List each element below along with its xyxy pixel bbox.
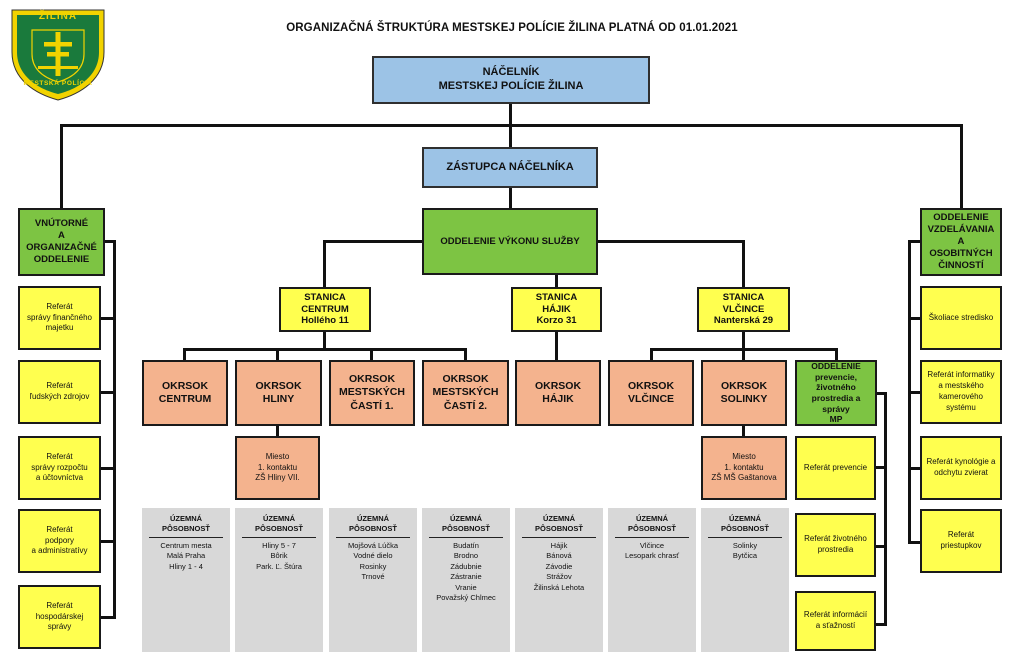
logo-top-text: ŽILINA [38, 11, 78, 22]
connector-line [183, 348, 467, 351]
connector-line [877, 392, 887, 395]
contact-point-hliny: Miesto 1. kontaktu ZŠ Hliny VII. [235, 436, 320, 500]
territory-heading: ÚZEMNÁ PÔSOBNOSŤ [522, 514, 596, 538]
connector-line [742, 426, 745, 436]
connector-line [908, 317, 922, 320]
prevention-ref-2: Referát životného prostredia [795, 513, 876, 577]
territory-list: Centrum mesta Malá Praha Hliny 1 - 4 [160, 540, 212, 571]
territory-heading: ÚZEMNÁ PÔSOBNOSŤ [336, 514, 410, 538]
territory-mestske-casti-1: ÚZEMNÁ PÔSOBNOSŤ Mojšová Lúčka Vodné die… [329, 508, 417, 652]
service-dept-box: ODDELENIE VÝKONU SLUŽBY [422, 208, 598, 275]
connector-line [908, 541, 922, 544]
connector-line [876, 623, 887, 626]
logo-bottom-text: MESTSKÁ POLÍCIA [23, 80, 93, 87]
connector-line [555, 275, 558, 287]
district-vlcince-box: OKRSOK VLČINCE [608, 360, 694, 426]
connector-line [884, 392, 887, 626]
station-hajik-box: STANICA HÁJIK Korzo 31 [511, 287, 602, 332]
territory-heading: ÚZEMNÁ PÔSOBNOSŤ [429, 514, 503, 538]
connector-line [960, 124, 963, 208]
left-ref-3: Referát správy rozpočtu a účtovníctva [18, 436, 101, 500]
left-ref-5: Referát hospodárskej správy [18, 585, 101, 649]
territory-list: Budatín Brodno Zádubnie Zástranie Vranie… [436, 540, 496, 603]
station-centrum-box: STANICA CENTRUM Hollého 11 [279, 287, 371, 332]
deputy-box: ZÁSTUPCA NÁČELNÍKA [422, 147, 598, 188]
right-ref-1: Školiace stredisko [920, 286, 1002, 350]
territory-list: Vlčince Lesopark chrasť [624, 540, 680, 561]
territory-list: Hájik Bánová Závodie Strážov Žilinská Le… [533, 540, 585, 592]
station-vlcince-box: STANICA VLČINCE Nanterská 29 [697, 287, 790, 332]
connector-line [113, 240, 116, 619]
territory-solinky: ÚZEMNÁ PÔSOBNOSŤ Solinky Bytčica [701, 508, 789, 652]
territory-hliny: ÚZEMNÁ PÔSOBNOSŤ Hliny 5 - 7 Bôrik Park.… [235, 508, 323, 652]
territory-heading: ÚZEMNÁ PÔSOBNOSŤ [149, 514, 223, 538]
connector-line [323, 332, 326, 350]
connector-line [100, 540, 116, 543]
connector-line [183, 348, 186, 360]
connector-line [835, 348, 838, 360]
territory-heading: ÚZEMNÁ PÔSOBNOSŤ [615, 514, 689, 538]
page-title: ORGANIZAČNÁ ŠTRUKTÚRA MESTSKEJ POLÍCIE Ž… [286, 22, 738, 34]
right-ref-3: Referát kynológie a odchytu zvierat [920, 436, 1002, 500]
connector-line [60, 124, 63, 208]
contact-point-gastanova: Miesto 1. kontaktu ZŠ MŠ Gaštanova [701, 436, 787, 500]
connector-line [509, 188, 512, 208]
territory-vlcince: ÚZEMNÁ PÔSOBNOSŤ Vlčince Lesopark chrasť [608, 508, 696, 652]
connector-line [555, 332, 558, 360]
district-hliny-box: OKRSOK HLINY [235, 360, 322, 426]
connector-line [742, 348, 745, 360]
logo [8, 6, 108, 102]
district-mestske-casti-2-box: OKRSOK MESTSKÝCH ČASTÍ 2. [422, 360, 509, 426]
left-ref-2: Referát ľudských zdrojov [18, 360, 101, 424]
connector-line [908, 391, 922, 394]
prevention-ref-3: Referát informácií a sťažností [795, 591, 876, 651]
district-hajik-box: OKRSOK HÁJIK [515, 360, 601, 426]
right-ref-4: Referát priestupkov [920, 509, 1002, 573]
connector-line [323, 240, 326, 287]
connector-line [100, 616, 116, 619]
connector-line [105, 240, 116, 243]
territory-list: Mojšová Lúčka Vodné dielo Rosinky Trnové [347, 540, 399, 582]
connector-line [100, 317, 116, 320]
connector-line [876, 545, 887, 548]
left-ref-1: Referát správy finančného majetku [18, 286, 101, 350]
district-solinky-box: OKRSOK SOLINKY [701, 360, 787, 426]
connector-line [60, 124, 963, 127]
internal-dept-box: VNÚTORNÉ A ORGANIZAČNÉ ODDELENIE [18, 208, 105, 276]
connector-line [908, 240, 920, 243]
education-dept-box: ODDELENIE VZDELÁVANIA A OSOBITNÝCH ČINNO… [920, 208, 1002, 276]
left-ref-4: Referát podpory a administratívy [18, 509, 101, 573]
territory-list: Solinky Bytčica [732, 540, 758, 561]
connector-line [908, 467, 922, 470]
district-mestske-casti-1-box: OKRSOK MESTSKÝCH ČASTÍ 1. [329, 360, 415, 426]
connector-line [276, 348, 279, 360]
connector-line [370, 348, 373, 360]
connector-line [876, 466, 887, 469]
right-ref-2: Referát informatiky a mestského kamerové… [920, 360, 1002, 424]
connector-line [742, 332, 745, 350]
connector-line [100, 467, 116, 470]
prevention-dept-box: ODDELENIE prevencie, životného prostredi… [795, 360, 877, 426]
territory-hajik: ÚZEMNÁ PÔSOBNOSŤ Hájik Bánová Závodie St… [515, 508, 603, 652]
district-centrum-box: OKRSOK CENTRUM [142, 360, 228, 426]
chief-box: NÁČELNÍK MESTSKEJ POLÍCIE ŽILINA [372, 56, 650, 104]
connector-line [650, 348, 653, 360]
territory-mestske-casti-2: ÚZEMNÁ PÔSOBNOSŤ Budatín Brodno Zádubnie… [422, 508, 510, 652]
prevention-ref-1: Referát prevencie [795, 436, 876, 500]
police-shield-emblem [11, 9, 105, 101]
territory-centrum: ÚZEMNÁ PÔSOBNOSŤ Centrum mesta Malá Prah… [142, 508, 230, 652]
territory-heading: ÚZEMNÁ PÔSOBNOSŤ [242, 514, 316, 538]
connector-line [100, 391, 116, 394]
territory-heading: ÚZEMNÁ PÔSOBNOSŤ [708, 514, 782, 538]
connector-line [742, 240, 745, 287]
connector-line [464, 348, 467, 360]
territory-list: Hliny 5 - 7 Bôrik Park. Ľ. Štúra [256, 540, 302, 571]
connector-line [276, 426, 279, 436]
